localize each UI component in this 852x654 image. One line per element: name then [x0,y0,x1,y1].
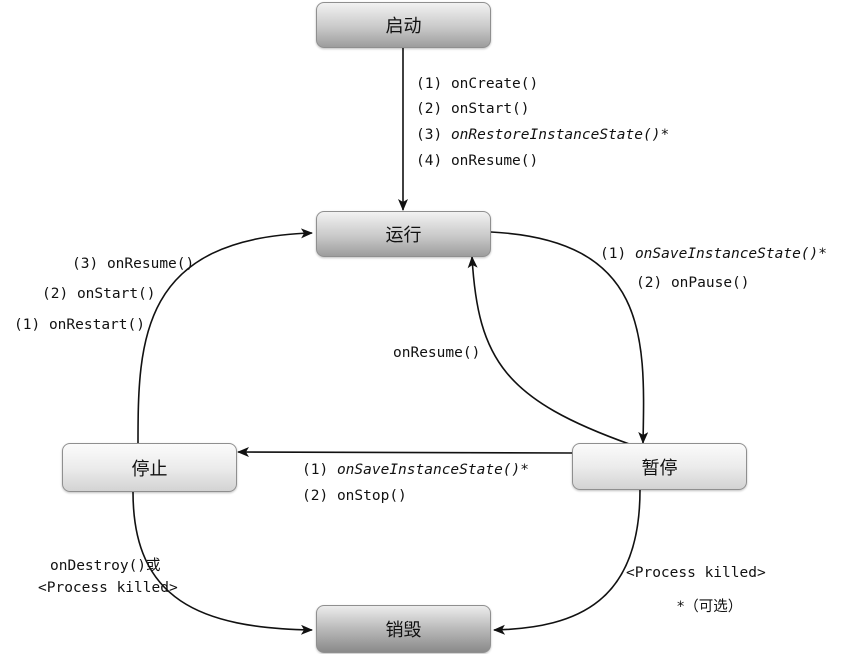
label-pause-step-1: (1) onSaveInstanceState()* [600,246,827,262]
state-running: 运行 [316,211,491,257]
label-destroy-line-1: onDestroy()或 [50,558,161,574]
label-stop-step-2: (2) onStop() [302,488,407,504]
arrow-stopped-to-running [137,228,313,445]
label-restart-step-1: (1) onRestart() [14,317,145,333]
label-stop-step-1: (1) onSaveInstanceState()* [302,462,529,478]
label-pause-step-2: (2) onPause() [636,275,750,291]
label-launch-step-4: (4) onResume() [416,153,539,169]
legend-optional-note: *（可选） [677,599,743,615]
label-process-killed: <Process killed> [626,565,766,581]
state-launch: 启动 [316,2,491,48]
label-launch-step-2: (2) onStart() [416,101,530,117]
label-restart-step-3: (3) onResume() [72,256,195,272]
state-launch-label: 启动 [385,16,422,37]
label-restart-step-2: (2) onStart() [42,286,156,302]
state-stopped-label: 停止 [131,458,168,480]
arrow-paused-to-running [467,256,633,446]
state-destroyed-label: 销毁 [385,620,422,641]
arrow-running-to-paused [490,231,649,444]
label-destroy-line-2: <Process killed> [38,580,178,596]
state-paused-label: 暂停 [641,457,678,479]
state-paused: 暂停 [572,443,747,490]
label-launch-step-3: (3) onRestoreInstanceState()* [416,127,670,143]
state-running-label: 运行 [385,225,422,246]
label-resume-from-paused: onResume() [393,345,481,361]
label-launch-step-1: (1) onCreate() [416,76,539,92]
arrow-paused-to-destroyed [493,489,641,635]
arrow-stopped-to-destroyed [132,491,313,635]
state-stopped: 停止 [62,443,237,492]
state-destroyed: 销毁 [316,605,491,653]
arrow-paused-to-stopped [237,447,573,458]
